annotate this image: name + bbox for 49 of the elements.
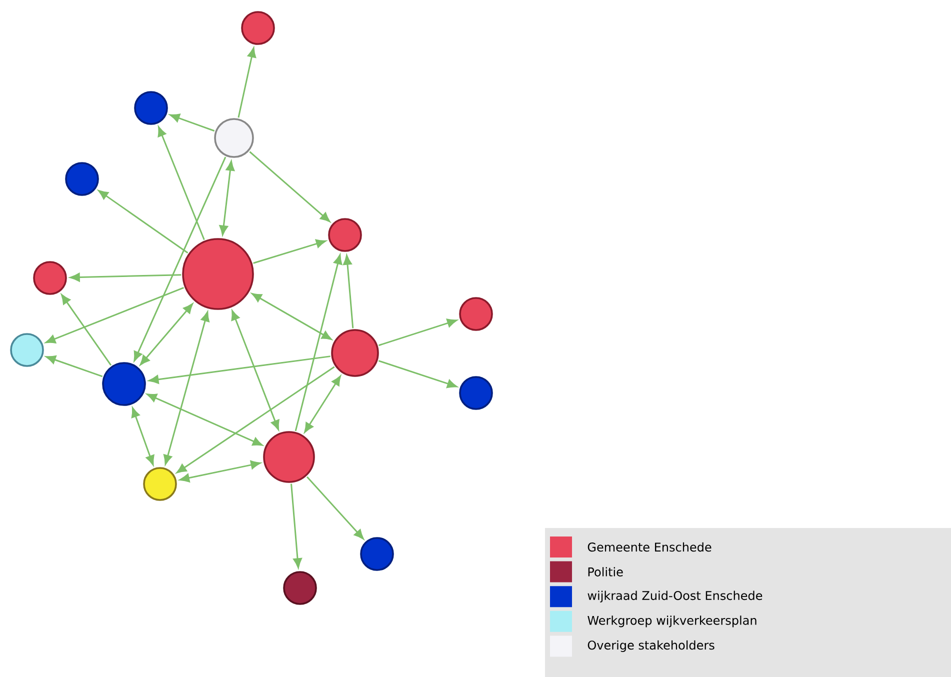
- network-node: [459, 297, 493, 331]
- arrow: [290, 484, 302, 568]
- legend-label: wijkraad Zuid-Oost Enschede: [588, 590, 762, 602]
- arrow: [238, 47, 256, 118]
- arrow: [343, 254, 354, 328]
- network-node: [33, 261, 67, 295]
- arrow: [131, 407, 154, 466]
- legend-label: Werkgroep wijkverkeersplan: [588, 616, 756, 628]
- network-node: [214, 118, 254, 158]
- network-node: [263, 431, 315, 483]
- network-node: [182, 238, 254, 310]
- network-node: [143, 467, 177, 501]
- arrow: [219, 160, 235, 236]
- arrow: [46, 355, 103, 378]
- arrow: [46, 286, 184, 344]
- arrow: [98, 190, 188, 254]
- arrow: [306, 476, 364, 540]
- arrow: [253, 239, 326, 264]
- arrow: [148, 356, 330, 384]
- network-node: [328, 218, 362, 252]
- network-node: [331, 329, 379, 377]
- legend-label: Gemeente Enschede: [588, 542, 712, 552]
- network-node: [65, 162, 99, 196]
- arrow: [134, 156, 226, 362]
- arrow: [294, 254, 342, 432]
- arrow: [170, 114, 215, 132]
- arrow: [231, 310, 280, 430]
- arrow: [249, 151, 330, 222]
- arrow: [304, 376, 341, 433]
- network-node: [10, 333, 44, 367]
- arrow: [61, 294, 112, 366]
- network-node: [283, 571, 317, 605]
- arrow: [180, 460, 261, 482]
- network-node: [360, 537, 394, 571]
- arrow: [252, 293, 332, 340]
- arrow: [164, 312, 210, 465]
- arrow: [146, 394, 263, 446]
- arrow: [378, 360, 458, 388]
- arrow: [140, 303, 193, 366]
- network-node: [102, 362, 146, 406]
- arrow: [176, 366, 335, 474]
- network-node: [459, 376, 493, 410]
- network-node: [241, 11, 275, 45]
- arrow: [378, 318, 458, 346]
- arrow: [70, 272, 182, 282]
- network-node: [134, 91, 168, 125]
- arrow: [158, 126, 205, 240]
- legend-label: Overige stakeholders: [588, 640, 714, 652]
- legend-label: Politie: [588, 567, 623, 576]
